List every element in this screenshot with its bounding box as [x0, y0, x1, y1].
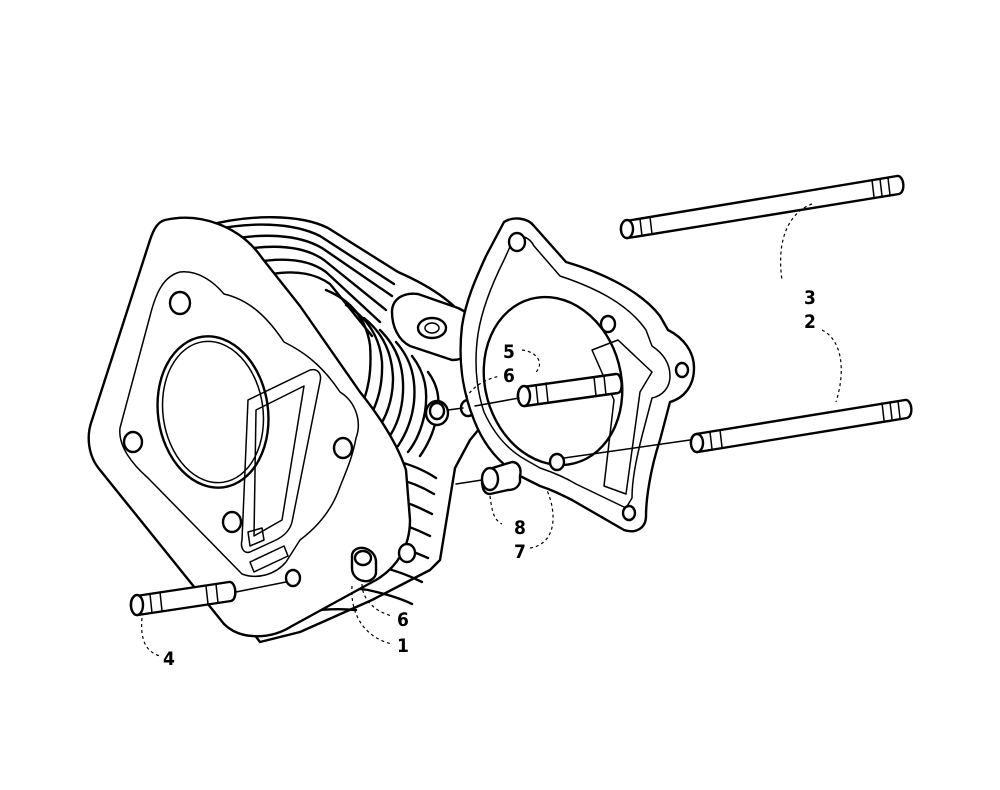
- callout-1: 1: [397, 635, 409, 657]
- stud-short-right: [516, 372, 623, 408]
- top-boss: [390, 292, 478, 362]
- leader-lines: [141, 203, 842, 657]
- stud-long-lower: [689, 398, 913, 454]
- alignment-lines: [235, 397, 691, 593]
- dowel-pin-upper: [424, 399, 450, 427]
- dowel-pin-lower: [350, 546, 378, 583]
- callout-7: 7: [514, 541, 526, 563]
- callout-4: 4: [163, 648, 175, 670]
- callout-5: 5: [503, 341, 515, 363]
- dowel-sleeve: [480, 460, 522, 496]
- callout-3: 3: [804, 287, 816, 309]
- stud-long-upper: [619, 174, 905, 240]
- callout-6-lower: 6: [397, 609, 409, 631]
- callout-8: 8: [514, 517, 526, 539]
- stud-short-left: [129, 580, 237, 617]
- callout-6-upper: 6: [503, 365, 515, 387]
- callout-labels: 3 2 5 6 8 7 6 1 4: [163, 287, 816, 670]
- cylinder-block: [87, 216, 496, 644]
- callout-2: 2: [804, 311, 816, 333]
- base-gasket: [459, 217, 696, 533]
